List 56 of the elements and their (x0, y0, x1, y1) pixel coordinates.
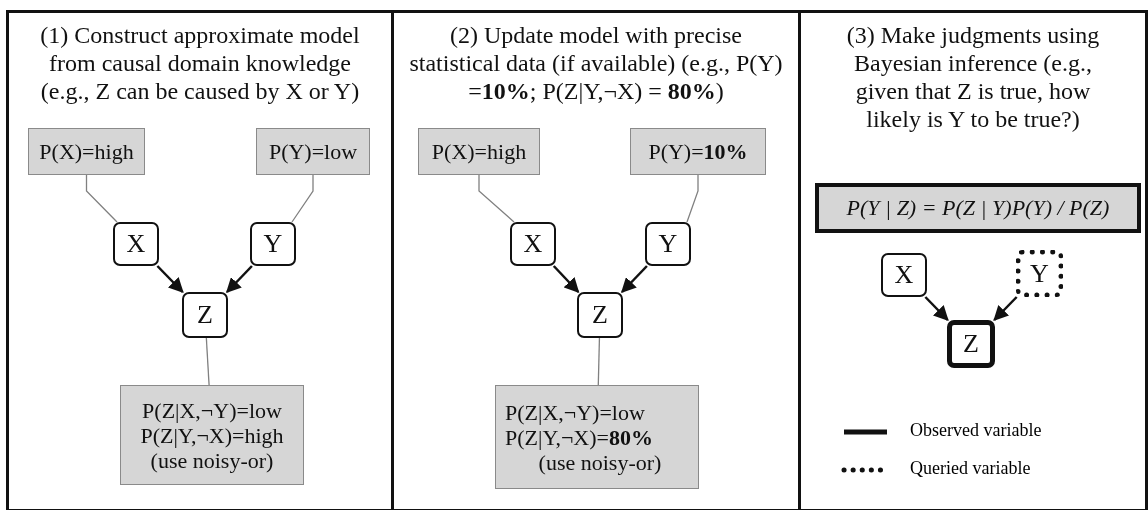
queried-variable-node (1016, 250, 1063, 297)
arrow (156, 265, 184, 294)
variable-label: Z (197, 300, 213, 330)
annotation-box (495, 385, 699, 489)
arrow (552, 265, 580, 294)
formula-box (815, 183, 1141, 233)
annotation-box (120, 385, 304, 485)
annotation-box (256, 128, 370, 175)
leader-line (597, 337, 601, 386)
legend-text: Queried variable (910, 458, 1031, 479)
panel-heading: (3) Make judgments using Bayesian inference (e.g., given that Z is true, how likely is Y to be true?) (845, 21, 1101, 133)
probability-text: P(X)=high (38, 139, 135, 164)
annotation-box (418, 128, 540, 175)
leader-line (205, 337, 210, 386)
formula-text: P(Y | Z) = P(Z | Y)P(Y) / P(Z) (846, 195, 1110, 221)
probability-text: P(Z|Y,¬X)=high (139, 422, 285, 448)
observed-variable-node (947, 320, 995, 368)
probability-text: (use noisy-or) (538, 449, 663, 475)
leader-line (686, 174, 699, 223)
arrow (924, 296, 949, 322)
arrow (226, 265, 253, 294)
probability-text: P(Y)=10% (647, 139, 749, 164)
annotation-box (630, 128, 766, 175)
probability-text: P(X)=high (430, 139, 528, 164)
arrow (621, 265, 648, 294)
probability-text: (use noisy-or) (150, 447, 274, 473)
leader-line (478, 174, 515, 223)
variable-label: Y (1030, 258, 1049, 289)
variable-label: Y (658, 229, 678, 259)
legend-text: Observed variable (910, 420, 1042, 441)
variable-node (113, 222, 159, 266)
panel-frame (6, 10, 394, 510)
probability-text: P(Z|Y,¬X)=80% (504, 424, 654, 450)
leader-line (85, 174, 118, 223)
variable-node (881, 253, 927, 297)
probability-text: P(Y)=low (267, 139, 359, 164)
probability-text: P(Z|X,¬Y)=low (141, 397, 283, 423)
annotation-box (28, 128, 145, 175)
panel-frame (798, 10, 1148, 510)
variable-label: Z (963, 329, 979, 359)
variable-label: X (894, 260, 914, 290)
variable-label: Y (263, 229, 283, 259)
variable-node (645, 222, 691, 266)
variable-label: X (523, 229, 543, 259)
variable-node (510, 222, 556, 266)
variable-node (250, 222, 296, 266)
variable-label: Z (592, 300, 608, 330)
variable-label: X (126, 229, 146, 259)
variable-node (182, 292, 228, 338)
panel-frame (391, 10, 801, 510)
probability-text: P(Z|X,¬Y)=low (504, 399, 646, 425)
arrow (993, 296, 1018, 322)
variable-node (577, 292, 623, 338)
panel-heading: (2) Update model with precise statistical data (if available) (e.g., P(Y) =10%; P(Z|Y,¬X) = 80%) (408, 21, 784, 105)
panel-heading: (1) Construct approximate model from causal domain knowledge (e.g., Z can be caused by X or Y) (39, 21, 361, 105)
leader-line (291, 174, 314, 223)
